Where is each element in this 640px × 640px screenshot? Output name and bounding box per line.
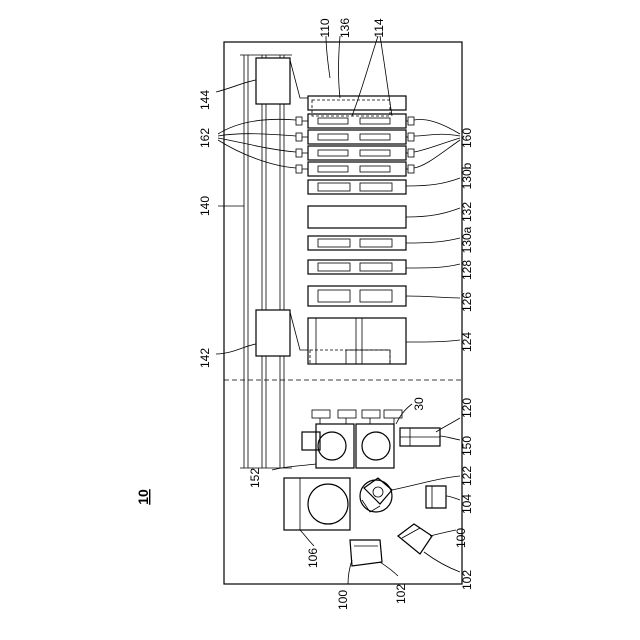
pod-stage bbox=[302, 410, 402, 468]
transfer-unit-142 bbox=[256, 310, 290, 356]
stack-row-3 bbox=[296, 146, 414, 160]
transfer-unit-144 bbox=[256, 58, 290, 104]
unit-104 bbox=[426, 486, 446, 508]
label-144: 144 bbox=[198, 90, 212, 110]
transfer-arm-144 bbox=[290, 60, 308, 98]
label-104: 104 bbox=[460, 494, 474, 514]
label-124: 124 bbox=[460, 332, 474, 352]
label-122: 122 bbox=[460, 466, 474, 486]
figure-number: 10 bbox=[135, 489, 151, 505]
robot-arm-122 bbox=[360, 478, 392, 512]
unit-106 bbox=[284, 478, 350, 530]
label-130a: 130a bbox=[460, 226, 474, 253]
transfer-arm-142 bbox=[290, 312, 308, 350]
label-160: 160 bbox=[460, 128, 474, 148]
label-136: 136 bbox=[338, 18, 352, 38]
label-102-bottom: 102 bbox=[394, 584, 408, 604]
label-102-right: 102 bbox=[460, 570, 474, 590]
module-130a bbox=[308, 236, 406, 250]
transport-rail bbox=[240, 55, 292, 468]
stack-row-2 bbox=[296, 130, 414, 144]
label-110: 110 bbox=[318, 18, 332, 37]
module-126 bbox=[308, 286, 406, 306]
cassette-lower bbox=[350, 540, 382, 566]
label-130b: 130b bbox=[460, 162, 474, 189]
label-126: 126 bbox=[460, 292, 474, 312]
label-152: 152 bbox=[248, 468, 262, 488]
reference-labels: 110 136 114 144 162 160 130b 140 132 130… bbox=[198, 18, 474, 610]
cassette-upper bbox=[398, 524, 432, 554]
module-128 bbox=[308, 260, 406, 274]
robot-150 bbox=[400, 428, 440, 446]
label-132: 132 bbox=[460, 202, 474, 222]
label-30: 30 bbox=[412, 397, 426, 411]
module-130b bbox=[308, 180, 406, 194]
label-100-right: 100 bbox=[454, 528, 468, 548]
label-150: 150 bbox=[460, 436, 474, 456]
module-124 bbox=[308, 318, 406, 364]
label-106: 106 bbox=[306, 548, 320, 568]
label-142: 142 bbox=[198, 348, 212, 368]
label-128: 128 bbox=[460, 260, 474, 280]
module-132 bbox=[308, 206, 406, 228]
label-114: 114 bbox=[372, 18, 386, 37]
label-100-bottom: 100 bbox=[336, 590, 350, 610]
label-162: 162 bbox=[198, 128, 212, 148]
stack-row-4 bbox=[296, 162, 414, 176]
label-120: 120 bbox=[460, 398, 474, 418]
label-140: 140 bbox=[198, 196, 212, 216]
